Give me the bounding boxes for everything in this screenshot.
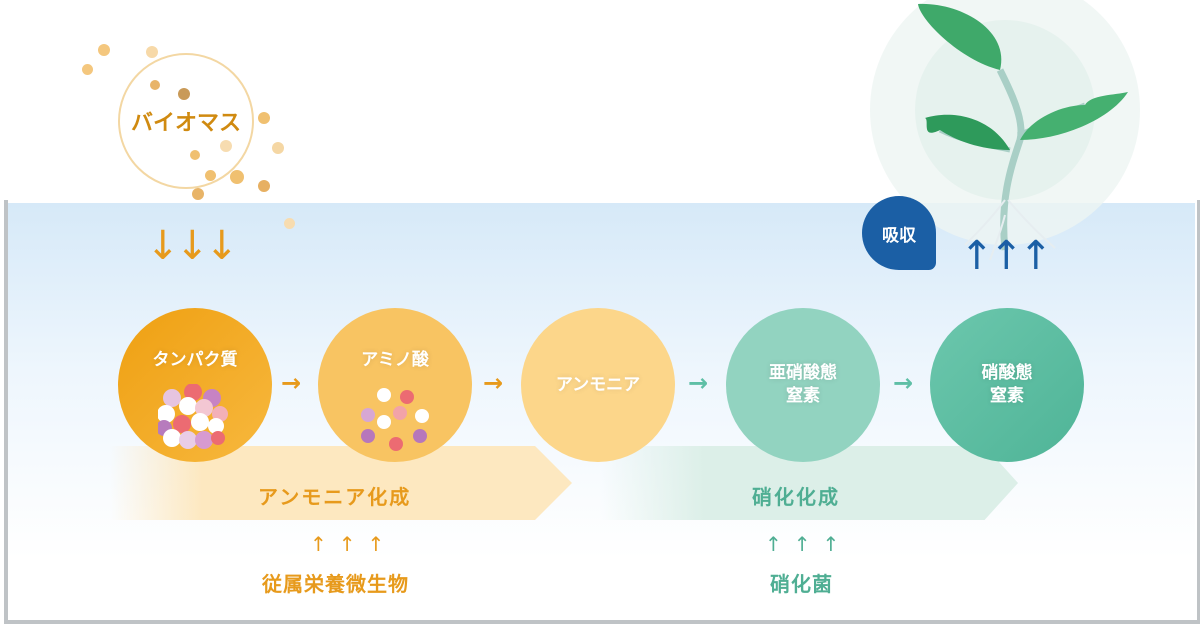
arrow-1: → [281, 369, 302, 397]
nitrifying-bacteria-label: 硝化菌 [770, 572, 833, 596]
plant-illustration [870, 0, 1140, 261]
arrow-2: → [483, 369, 504, 397]
node-nitrate-nitrogen: 硝酸態 窒素 [930, 308, 1084, 462]
absorption-bubble: 吸収 [862, 196, 936, 270]
biomass-label: バイオマス [130, 111, 241, 136]
nitrification-up-arrows: ↑↑↑ [765, 532, 852, 556]
ammonification-up-arrows: ↑↑↑ [310, 532, 397, 556]
node-protein: タンパク質 [118, 308, 272, 462]
node-nitrite-nitrogen: 亜硝酸態 窒素 [726, 308, 880, 462]
biomass-circle: バイオマス [118, 53, 254, 189]
absorption-label: 吸収 [882, 225, 916, 246]
arrow-4: → [893, 369, 914, 397]
ammonification-label: アンモニア化成 [258, 485, 412, 509]
node-amino-acid: アミノ酸 [318, 308, 472, 462]
node-ammonia: アンモニア [521, 308, 675, 462]
amino-acid-molecules-icon [361, 388, 429, 451]
arrow-3: → [688, 369, 709, 397]
tank-outline [4, 200, 1200, 624]
nitrification-label: 硝化化成 [752, 485, 840, 509]
down-arrows: ↓↓↓ [146, 223, 239, 269]
up-arrows-blue: ↑↑↑ [960, 233, 1053, 279]
protein-molecules-icon [158, 384, 228, 449]
heterotrophic-microbes-label: 従属栄養微生物 [262, 572, 409, 596]
